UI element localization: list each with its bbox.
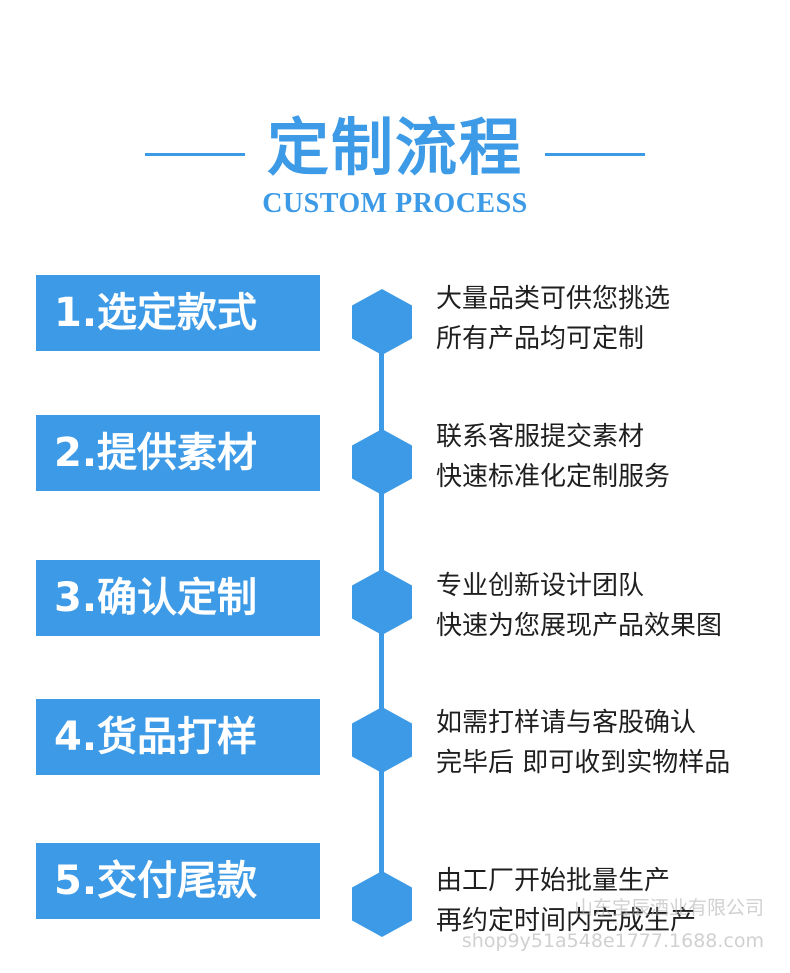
step-description-line-2: 再约定时间内完成生产: [436, 906, 697, 936]
step-description-line-2: 快速标准化定制服务: [436, 462, 671, 492]
step-description-line-1: 如需打样请与客股确认: [436, 708, 697, 738]
process-step-3: 3.确认定制 专业创新设计团队 快速为您展现产品效果图: [0, 560, 790, 690]
watermark-company: 山东宝辰酒业有限公司: [573, 897, 764, 919]
hexagon-marker-icon: [352, 289, 412, 355]
page-title: 定制流程: [266, 111, 523, 184]
step-label-box: 2.提供素材: [36, 415, 320, 491]
process-step-1: 1.选定款式 大量品类可供您挑选 所有产品均可定制: [0, 275, 790, 405]
step-description-line-2: 完毕后 即可收到实物样品: [436, 748, 731, 778]
process-step-5: 5.交付尾款 由工厂开始批量生产 再约定时间内完成生产: [0, 843, 790, 973]
hexagon-marker-icon: [352, 707, 412, 773]
hexagon-marker-icon: [352, 871, 412, 937]
step-label-box: 5.交付尾款: [36, 843, 320, 919]
step-description-line-2: 所有产品均可定制: [436, 324, 645, 354]
step-description-line-2: 快速为您展现产品效果图: [436, 611, 723, 641]
watermark-url: shop9y51a548e1777.1688.com: [461, 930, 764, 952]
step-label-box: 4.货品打样: [36, 699, 320, 775]
hexagon-marker-icon: [352, 569, 412, 635]
process-step-4: 4.货品打样 如需打样请与客股确认 完毕后 即可收到实物样品: [0, 699, 790, 829]
title-right-line: [545, 153, 645, 156]
hexagon-marker-icon: [352, 429, 412, 495]
process-step-2: 2.提供素材 联系客服提交素材 快速标准化定制服务: [0, 415, 790, 545]
page-subtitle: CUSTOM PROCESS: [262, 188, 528, 219]
step-description-line-1: 由工厂开始批量生产: [436, 866, 671, 896]
step-label-box: 3.确认定制: [36, 560, 320, 636]
header: 定制流程 CUSTOM PROCESS: [0, 0, 790, 240]
title-left-line: [145, 153, 245, 156]
step-description-line-1: 专业创新设计团队: [436, 571, 645, 601]
step-label-box: 1.选定款式: [36, 275, 320, 351]
step-description-line-1: 大量品类可供您挑选: [436, 284, 671, 314]
step-description-line-1: 联系客服提交素材: [436, 422, 645, 452]
